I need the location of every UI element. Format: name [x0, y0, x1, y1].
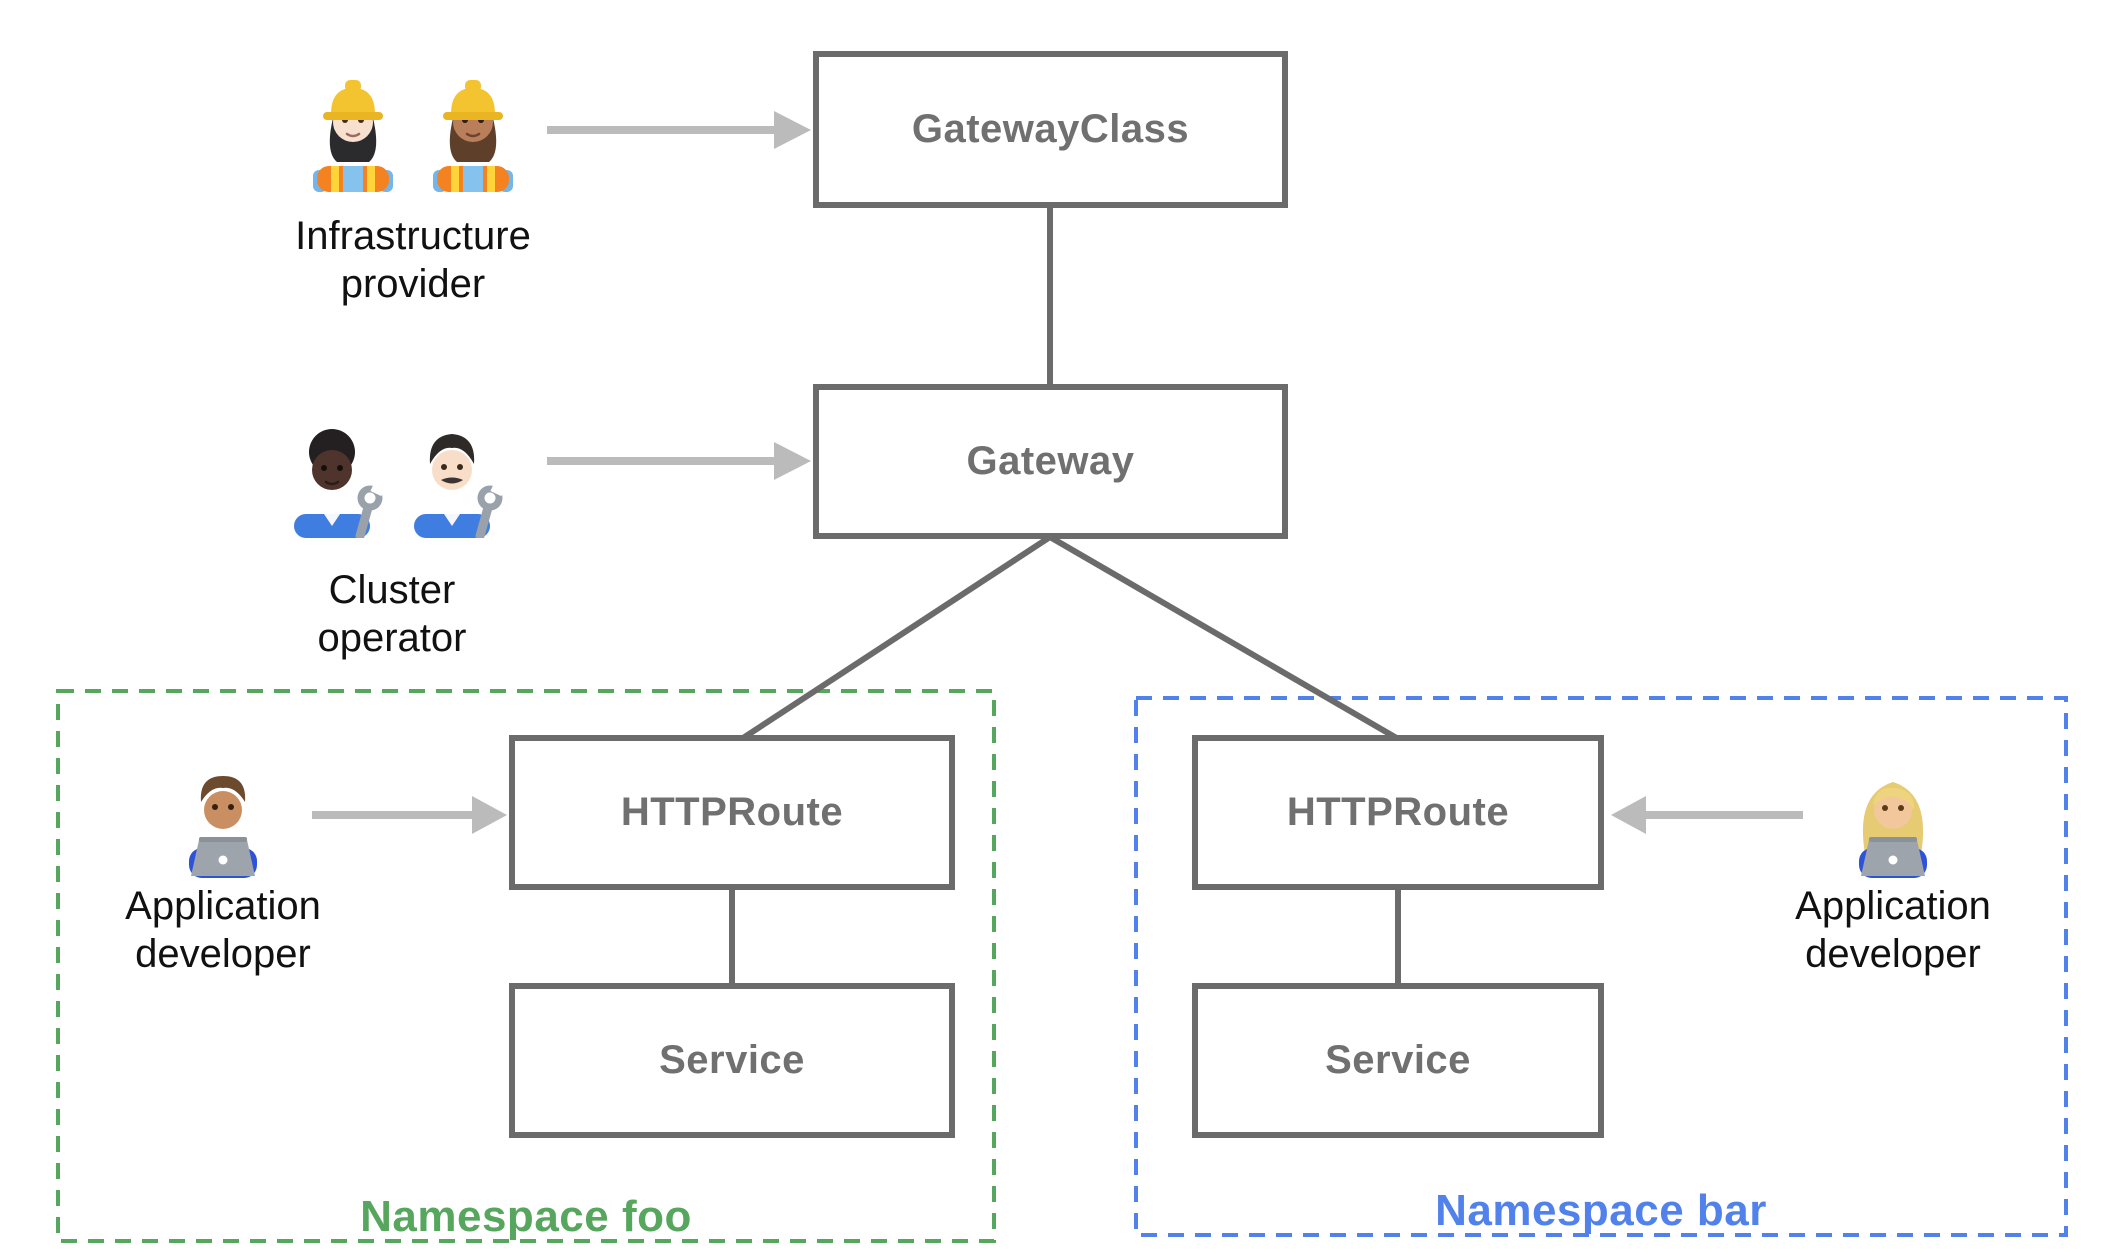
httproute-bar-node-label: HTTPRoute: [1286, 790, 1510, 834]
application-developer-bar-label: Application developer: [1795, 884, 1991, 976]
gatewayclass-node: GatewayClass: [813, 51, 1288, 208]
application-developer-bar-figures: [1833, 752, 1953, 878]
httproute-foo-node-label: HTTPRoute: [620, 790, 844, 834]
persona-infrastructure-provider: Infrastructure provider: [293, 66, 533, 308]
persona-application-developer-bar: Application developer: [1773, 752, 2013, 978]
service-bar-node: Service: [1192, 983, 1604, 1138]
httproute-foo-node: HTTPRoute: [509, 735, 955, 890]
namespace-bar-dashed-border: [1134, 696, 2068, 1237]
gateway-node-label: Gateway: [966, 439, 1135, 483]
gateway-to-httproute-foo-connector: [738, 534, 1052, 743]
gatewayclass-node-label: GatewayClass: [911, 107, 1190, 151]
application-developer-bar-arrowhead: [1611, 796, 1646, 834]
persona-application-developer-foo: Application developer: [103, 752, 343, 978]
cluster-operator-figures: [272, 412, 512, 538]
namespace-bar-label: Namespace bar: [1435, 1186, 1767, 1235]
service-foo-node-label: Service: [659, 1038, 805, 1082]
woman-construction-worker-medium-skin-emoji: [433, 80, 513, 192]
mechanic-dark-skin-emoji: [294, 429, 386, 538]
httproute-bar-node: HTTPRoute: [1192, 735, 1604, 890]
cluster-operator-label: Cluster operator: [317, 568, 467, 660]
man-technologist-medium-skin-emoji: [189, 776, 257, 878]
infrastructure-provider-figures: [293, 66, 533, 192]
namespace-foo-dashed-border: [56, 689, 996, 1243]
woman-construction-worker-light-skin-emoji: [313, 80, 393, 192]
man-mechanic-light-skin-emoji: [414, 434, 506, 538]
infrastructure-provider-label: Infrastructure provider: [295, 214, 531, 306]
namespace-foo-label: Namespace foo: [360, 1192, 692, 1241]
infrastructure-provider-arrowhead: [774, 111, 811, 149]
application-developer-foo-figures: [163, 752, 283, 878]
persona-cluster-operator: Cluster operator: [272, 412, 512, 662]
application-developer-foo-arrowhead: [472, 796, 507, 834]
cluster-operator-arrowhead: [774, 442, 811, 480]
woman-technologist-light-skin-emoji: [1859, 782, 1927, 878]
service-bar-node-label: Service: [1325, 1038, 1471, 1082]
application-developer-foo-label: Application developer: [125, 884, 321, 976]
service-foo-node: Service: [509, 983, 955, 1138]
gateway-node: Gateway: [813, 384, 1288, 539]
gateway-to-httproute-bar-connector: [1048, 534, 1402, 743]
